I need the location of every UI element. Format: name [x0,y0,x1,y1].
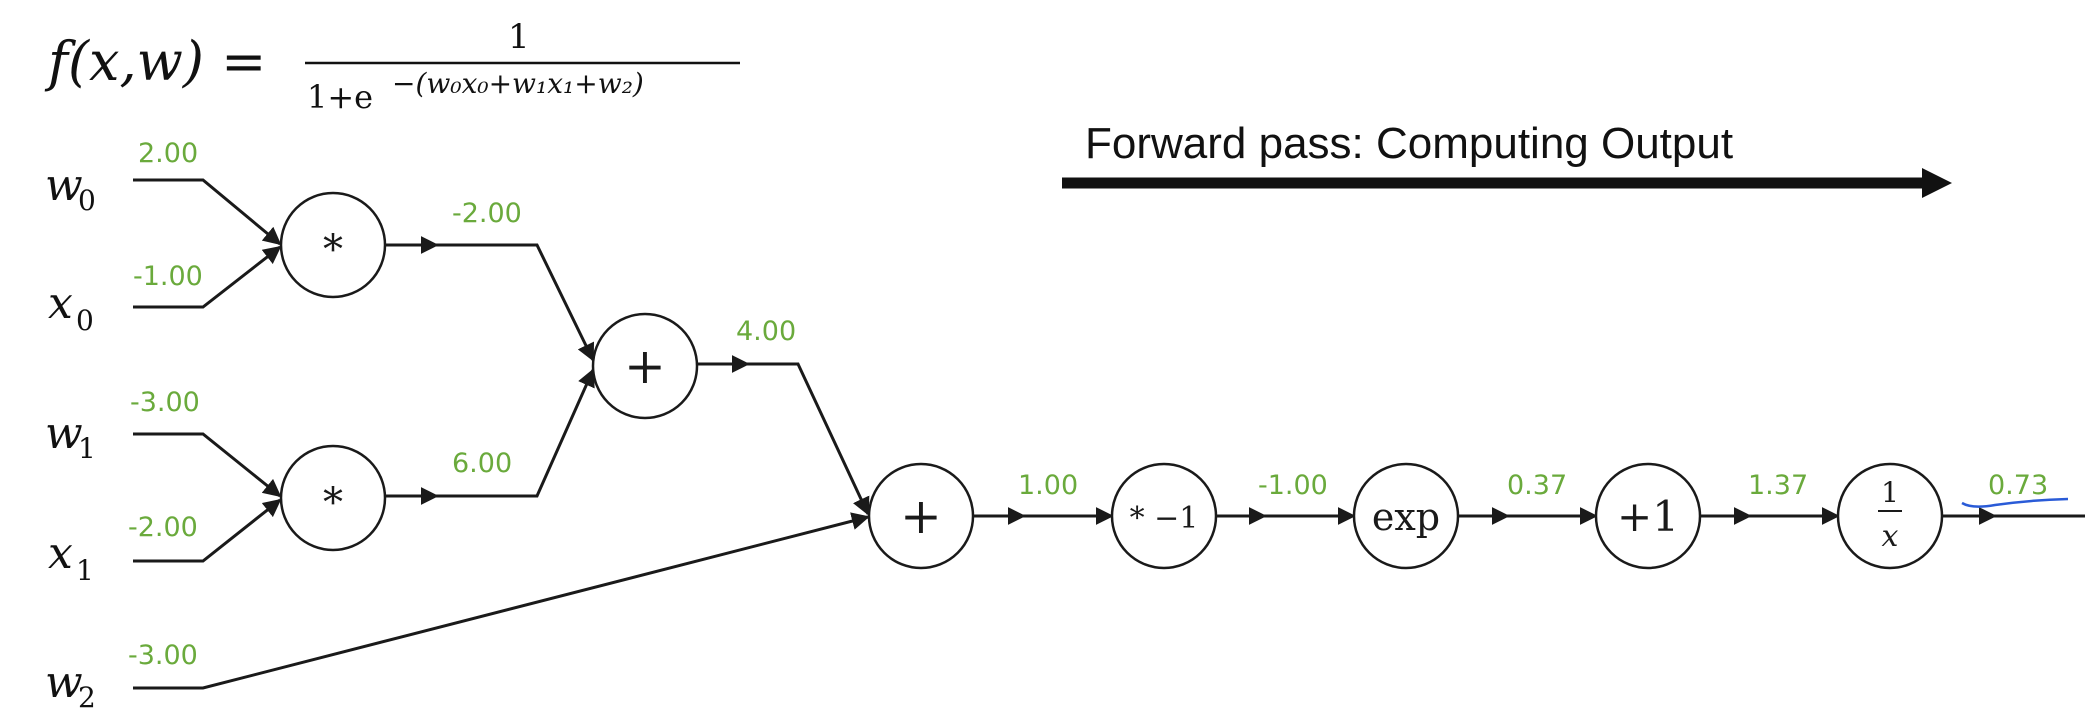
formula-lhs: f(x,w) = [44,30,266,93]
svg-text:2: 2 [78,681,96,714]
value-add0-out: 4.00 [736,316,796,347]
svg-text:0: 0 [78,184,96,217]
value-recip-out: 0.73 [1988,470,2048,501]
input-x1-label: x 1 [48,528,94,587]
wire-x0-mul0 [133,245,282,309]
svg-text:x: x [48,278,73,329]
formula-denominator-base: 1+e [307,78,373,116]
svg-text:x: x [48,528,73,579]
svg-text:* −1: * −1 [1130,501,1199,536]
value-w0: 2.00 [138,138,198,169]
node-neg: * −1 [1110,462,1218,570]
svg-text:*: * [323,480,343,526]
value-neg-out: -1.00 [1258,470,1328,501]
svg-text:1: 1 [1881,476,1899,509]
wire-w2-add1 [133,512,870,690]
value-plus1-out: 1.37 [1748,470,1808,501]
wire-w0-mul0 [133,178,282,246]
svg-text:1: 1 [76,554,94,587]
svg-text:exp: exp [1372,495,1440,539]
value-x1: -2.00 [128,512,198,543]
svg-text:1: 1 [78,432,96,465]
formula: f(x,w) = 1 1+e −(w₀x₀+w₁x₁+w₂) [44,17,740,116]
node-mul0: * [279,191,387,299]
value-mul1-out: 6.00 [452,448,512,479]
value-exp-out: 0.37 [1507,470,1567,501]
value-mul0-out: -2.00 [452,198,522,229]
node-recip: 1 x [1836,462,1944,570]
node-exp: exp [1352,462,1460,570]
node-plus1: +1 [1594,462,1702,570]
wire-add0-add1 [748,362,870,516]
svg-text:0: 0 [76,304,94,337]
formula-numerator: 1 [508,17,530,57]
node-add0: + [591,312,699,420]
svg-text:w: w [45,408,83,459]
input-w0-label: w 0 [45,160,96,217]
node-mul1: * [279,444,387,552]
svg-text:+: + [900,487,942,545]
formula-exponent: −(w₀x₀+w₁x₁+w₂) [392,67,644,100]
wire-mul0-add0 [437,243,595,362]
input-x0-label: x 0 [48,278,94,337]
svg-text:+1: +1 [1617,492,1679,541]
forward-pass-arrow-head [1922,168,1952,198]
svg-text:x: x [1882,519,1899,554]
svg-text:w: w [45,657,83,708]
input-w1-label: w 1 [45,408,96,465]
wire-mul1-add0 [437,368,595,498]
value-w2: -3.00 [128,640,198,671]
svg-text:+: + [624,337,666,395]
wire-x1-mul1 [133,498,282,563]
value-w1: -3.00 [130,387,200,418]
value-x0: -1.00 [133,261,203,292]
forward-pass-label: Forward pass: Computing Output [1085,119,1733,168]
svg-text:w: w [45,160,83,211]
wire-w1-mul1 [133,432,282,498]
node-add1: + [867,462,975,570]
value-add1-out: 1.00 [1018,470,1078,501]
svg-text:*: * [323,227,343,273]
input-w2-label: w 2 [45,657,96,714]
output-underline-annotation [1961,497,2069,508]
